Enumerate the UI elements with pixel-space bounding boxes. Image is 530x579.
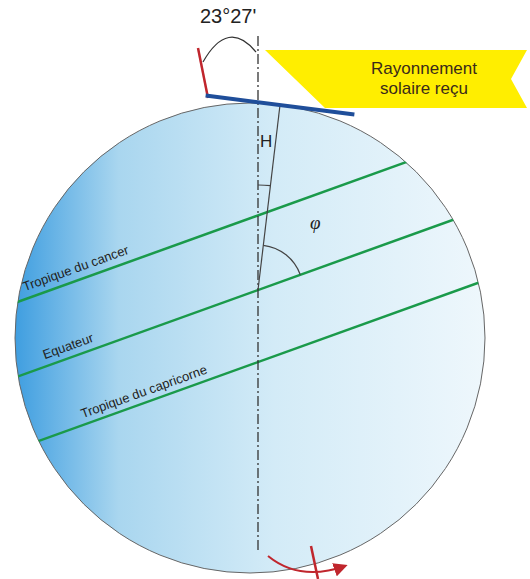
banner-fill xyxy=(265,50,527,108)
angle-label: 23°27' xyxy=(200,4,256,28)
angle-label: H xyxy=(260,132,272,152)
earth-globe xyxy=(15,103,485,573)
radius-line xyxy=(258,105,280,290)
tilt-arc xyxy=(203,37,256,62)
rotation-axis xyxy=(311,546,318,579)
vertical-axis xyxy=(257,36,258,552)
line-label: Equateur xyxy=(41,330,96,363)
tropic-line xyxy=(0,114,530,312)
line-label: Tropique du cancer xyxy=(21,242,131,295)
angle-arc xyxy=(263,245,300,274)
angle-arc xyxy=(258,184,270,186)
rotation-arrow xyxy=(268,556,345,572)
equator-line xyxy=(0,189,530,387)
angle-label: φ xyxy=(310,212,321,234)
tropic-line xyxy=(0,261,530,459)
banner-text: Rayonnement solaire reçu xyxy=(362,59,486,99)
banner-node: Rayonnement solaire reçu xyxy=(265,50,527,108)
line-label: Tropique du capricorne xyxy=(79,361,210,421)
